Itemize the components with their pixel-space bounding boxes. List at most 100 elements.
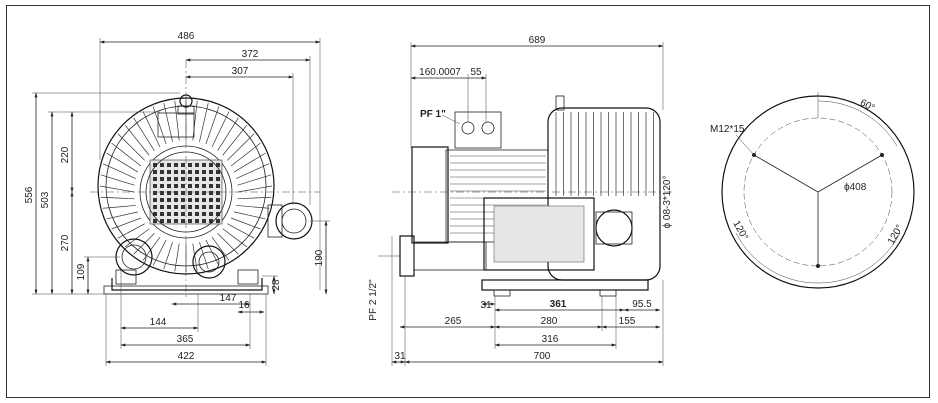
- grill-hole: [202, 219, 206, 223]
- cable-gland-1: [461, 121, 475, 135]
- grill-hole: [181, 212, 185, 216]
- grill-hole: [216, 163, 220, 167]
- cooling-fins: [99, 100, 273, 272]
- grill-hole: [174, 163, 178, 167]
- fin: [100, 196, 135, 200]
- fin: [142, 111, 161, 148]
- holes-label: ϕ 08-3*120°: [662, 176, 673, 229]
- grill-hole: [188, 170, 192, 174]
- grill-hole: [167, 177, 171, 181]
- outlet-label: PF 2 1/2": [368, 279, 379, 321]
- fin: [124, 124, 150, 156]
- motor-end-cap: [411, 146, 449, 244]
- grill-hole: [216, 219, 220, 223]
- grill-hole: [195, 212, 199, 216]
- grill-hole: [195, 205, 199, 209]
- port-leader: [441, 114, 461, 125]
- grill-hole: [202, 184, 206, 188]
- fin: [236, 205, 270, 209]
- valve-frame: [595, 211, 633, 245]
- grill-hole: [153, 177, 157, 181]
- fin: [222, 228, 248, 248]
- grill-hole: [195, 198, 199, 202]
- dim-28: 28: [271, 279, 282, 291]
- fin: [227, 223, 255, 239]
- fin: [152, 239, 167, 266]
- dim-372: 372: [242, 49, 259, 60]
- drawing-frame: [6, 5, 930, 398]
- fin: [205, 106, 220, 145]
- dim-361: 361: [550, 299, 567, 310]
- grill-hole: [216, 191, 220, 195]
- fin: [106, 152, 139, 173]
- fin: [163, 242, 173, 270]
- grill-hole: [153, 163, 157, 167]
- side-lifting-eye: [555, 95, 565, 111]
- silencer: [483, 197, 595, 271]
- angle-60: 60°: [858, 97, 877, 114]
- fin: [230, 142, 261, 167]
- grill-hole: [209, 184, 213, 188]
- fin: [102, 205, 136, 209]
- grill-hole: [209, 163, 213, 167]
- grill-hole: [153, 205, 157, 209]
- fin: [111, 142, 142, 167]
- flange-view: M12*15 60° ϕ408 120° 120°: [710, 92, 915, 289]
- grill-holes: [153, 163, 220, 223]
- flange-arc-60: [817, 100, 898, 147]
- grill-hole: [181, 184, 185, 188]
- dim-95-5: 95.5: [632, 299, 652, 310]
- grill-hole: [174, 205, 178, 209]
- base-foot-left: [115, 269, 137, 285]
- grill-hole: [209, 170, 213, 174]
- lower-port-right-bore: [198, 251, 220, 273]
- flange-hole-bottom: [816, 264, 820, 268]
- grill-hole: [167, 205, 171, 209]
- grill-hole: [167, 198, 171, 202]
- fin: [237, 196, 272, 200]
- fin: [227, 133, 255, 161]
- dim-109: 109: [76, 263, 87, 280]
- dim-155: 155: [619, 316, 636, 327]
- grill-hole: [209, 177, 213, 181]
- grill-hole: [209, 198, 213, 202]
- port-label: PF 1": [420, 109, 446, 120]
- silencer-panel: [493, 205, 585, 263]
- dim-31b: 31: [394, 351, 406, 362]
- grill-hole: [209, 205, 213, 209]
- dim-270: 270: [60, 234, 71, 251]
- dim-307: 307: [232, 66, 249, 77]
- grill-hole: [202, 198, 206, 202]
- terminal-box: [157, 112, 195, 138]
- fin: [174, 243, 180, 272]
- grill-hole: [202, 170, 206, 174]
- fin: [211, 111, 230, 148]
- flange-radius-left: [753, 154, 819, 193]
- grill-hole: [195, 170, 199, 174]
- dim-486: 486: [178, 31, 195, 42]
- flange-radius-right: [817, 154, 883, 193]
- flange-arc-120a: [735, 232, 819, 284]
- grill-hole: [195, 184, 199, 188]
- fin: [217, 117, 239, 151]
- dim-190: 190: [314, 249, 325, 266]
- fin: [211, 236, 230, 261]
- angle-120b: 120°: [886, 223, 906, 246]
- grill-hole: [216, 177, 220, 181]
- fin: [117, 133, 145, 161]
- grill-hole: [202, 177, 206, 181]
- grill-hole: [181, 198, 185, 202]
- fin: [124, 228, 150, 248]
- grill-hole: [209, 219, 213, 223]
- fin: [237, 185, 273, 193]
- grill-hole: [188, 212, 192, 216]
- fin: [199, 102, 209, 142]
- dim-422: 422: [178, 351, 195, 362]
- dim-689: 689: [529, 35, 546, 46]
- grill-hole: [181, 177, 185, 181]
- grill-hole: [188, 205, 192, 209]
- grill-hole: [202, 205, 206, 209]
- grill-hole: [174, 219, 178, 223]
- grill-hole: [160, 212, 164, 216]
